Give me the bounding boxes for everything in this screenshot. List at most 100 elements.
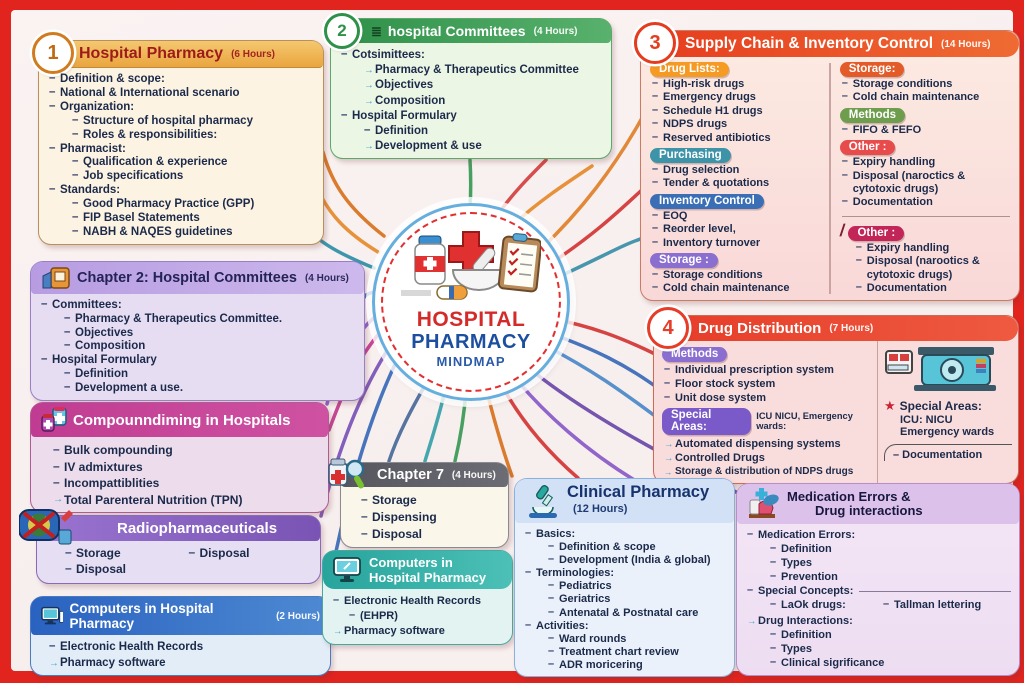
radiopharmaceuticals-card: Radiopharmaceuticals Storage Disposal Di… bbox=[19, 509, 321, 584]
list-item: Good Pharmacy Practice (GPP) bbox=[70, 197, 315, 212]
list-item: Bulk compounding bbox=[51, 441, 320, 459]
connector-line bbox=[423, 384, 448, 463]
connector-line bbox=[387, 378, 430, 463]
number-badge-2: 2 bbox=[324, 13, 360, 49]
list-item: NDPS drugs bbox=[650, 117, 822, 131]
hours-label: (2 Hours) bbox=[276, 610, 320, 622]
side-line: Emergency wards bbox=[900, 426, 995, 438]
list-item: Schedule H1 drugs bbox=[650, 104, 822, 118]
list-item: Terminologies: bbox=[523, 566, 726, 580]
group-badge: Purchasing bbox=[650, 148, 731, 164]
clinical-pharmacy-header: Clinical Pharmacy(12 Hours) bbox=[515, 479, 734, 523]
dashed-ring bbox=[381, 212, 561, 392]
committee-icon: ≣ bbox=[371, 23, 382, 39]
hospital-pharmacy-title: Hospital Pharmacy bbox=[79, 45, 224, 62]
list-item: Development a use. bbox=[62, 381, 356, 396]
group-badge: Methods bbox=[662, 347, 728, 362]
hours-label: (7 Hours) bbox=[829, 323, 874, 334]
list-item: Tender & quotations bbox=[650, 176, 822, 190]
hospital-committees-card: 2 ≣ hospital Committees (4 Hours) Cotsim… bbox=[324, 13, 612, 160]
list-item: Expiry handling bbox=[854, 241, 1012, 255]
connector-line bbox=[498, 380, 580, 480]
list-item: National & International scenario bbox=[47, 86, 315, 101]
list-item: FIFO & FEFO bbox=[840, 123, 1012, 137]
list-item: Prevention bbox=[768, 570, 1011, 585]
jar-magnifier-icon bbox=[328, 458, 365, 489]
documentation-note: – Documentation bbox=[884, 444, 1012, 461]
clinical-pharmacy-title: Clinical Pharmacy(12 Hours) bbox=[567, 483, 710, 516]
compounding-title: Compounndiming in Hospitals bbox=[73, 411, 291, 429]
list-item: Special Concepts: bbox=[745, 584, 1011, 599]
side-line: ICU: NICU bbox=[900, 414, 953, 426]
medication-errors-title: Medication Errors &Drug interactions bbox=[787, 488, 923, 518]
hub-title-line1: HOSPITAL bbox=[416, 308, 526, 331]
list-item: Expiry handling bbox=[840, 155, 1012, 169]
list-item: EOQ bbox=[650, 209, 822, 223]
central-node: HOSPITAL PHARMACY MINDMAP bbox=[372, 203, 570, 401]
weighing-scale-icon bbox=[885, 347, 996, 391]
list-item: FIP Basel Statements bbox=[70, 211, 315, 226]
connector-line bbox=[318, 238, 376, 270]
list-item: High-risk drugs bbox=[650, 77, 822, 91]
list-item: Standards: bbox=[47, 183, 315, 198]
list-item: Drug selection bbox=[650, 163, 822, 177]
list-item: Composition bbox=[62, 339, 356, 354]
list-item: Dispensing bbox=[359, 508, 500, 526]
group-badge: Inventory Control bbox=[650, 193, 764, 209]
group-badge: Special Areas: bbox=[662, 407, 752, 435]
list-item: Individual prescription system bbox=[662, 362, 873, 377]
chapter2-header: Chapter 2: Hospital Committees (4 Hours) bbox=[31, 262, 364, 294]
list-item: (EHPR) bbox=[347, 608, 504, 624]
hours-label: (4 Hours) bbox=[451, 469, 496, 481]
list-item: Activities: bbox=[523, 619, 726, 633]
drug-distribution-title: Drug Distribution bbox=[698, 320, 822, 337]
list-item: Unit dose system bbox=[662, 390, 873, 405]
list-item: Cold chain maintenance bbox=[840, 90, 1012, 104]
list-item: Objectives bbox=[62, 326, 356, 341]
list-item: Reorder level, bbox=[650, 222, 822, 236]
supply-chain-header: 3 Supply Chain & Inventory Control (14 H… bbox=[634, 22, 1019, 64]
chapter7-header: Chapter 7 (4 Hours) bbox=[328, 458, 508, 489]
number-badge-4: 4 bbox=[647, 307, 689, 349]
list-item: Antenatal & Postnatal care bbox=[546, 606, 726, 620]
list-item: Pharmacy software bbox=[331, 624, 504, 639]
computers-header: Computers in Hospital Pharmacy (2 Hours) bbox=[31, 597, 330, 635]
hours-label: (4 Hours) bbox=[533, 25, 578, 37]
chapter7-card: Chapter 7 (4 Hours) Storage Dispensing D… bbox=[328, 458, 509, 548]
group-badge: Storage : bbox=[650, 253, 718, 269]
list-item: Basics: bbox=[523, 527, 726, 541]
hours-label: (14 Hours) bbox=[941, 38, 991, 50]
list-item: Types bbox=[768, 642, 1011, 657]
list-item: Disposal bbox=[63, 560, 187, 577]
list-item: Storage bbox=[63, 544, 187, 561]
list-item: Clinical sigrificance bbox=[768, 656, 1011, 671]
connector-line bbox=[548, 186, 646, 266]
hospital-pharmacy-card: 1 Hospital Pharmacy (6 Hours) Definition… bbox=[32, 32, 324, 245]
computers-hospital-pharmacy-card: Computers in Hospital Pharmacy (2 Hours)… bbox=[30, 596, 331, 676]
supply-chain-right-column: Storage: Storage conditions Cold chain m… bbox=[831, 57, 1019, 300]
list-item: Job specifications bbox=[70, 169, 315, 184]
capsule-icon bbox=[436, 285, 468, 300]
radiopharmaceuticals-title: Radiopharmaceuticals bbox=[117, 520, 278, 537]
list-item: Geriatrics bbox=[546, 592, 726, 606]
medicine-jars-icon bbox=[41, 407, 67, 432]
clinical-pharmacy-card: Clinical Pharmacy(12 Hours) Basics: Defi… bbox=[514, 478, 735, 678]
list-item: Hospital Formulary bbox=[39, 353, 356, 368]
computer-icon bbox=[333, 557, 361, 582]
pharmacy-counter-icon bbox=[42, 267, 70, 289]
connector-line bbox=[496, 158, 548, 216]
hub-title-line2: PHARMACY bbox=[411, 331, 531, 353]
list-item: Committees: bbox=[39, 298, 356, 313]
list-item: Pharmacy & Therapeutics Committee bbox=[362, 63, 603, 78]
list-item: Pharmacist: bbox=[47, 142, 315, 157]
list-item: Cotsimittees: bbox=[339, 47, 603, 63]
list-item: Electronic Health Records bbox=[331, 593, 504, 609]
list-item: ADR moricering bbox=[546, 658, 726, 672]
pharmacy-illustration bbox=[401, 231, 541, 300]
slash-mark: / bbox=[838, 221, 846, 241]
drug-distribution-left: Methods Individual prescription system F… bbox=[654, 341, 878, 484]
stamp-icon: ★ bbox=[884, 398, 896, 413]
list-item: Storage conditions bbox=[840, 77, 1012, 91]
